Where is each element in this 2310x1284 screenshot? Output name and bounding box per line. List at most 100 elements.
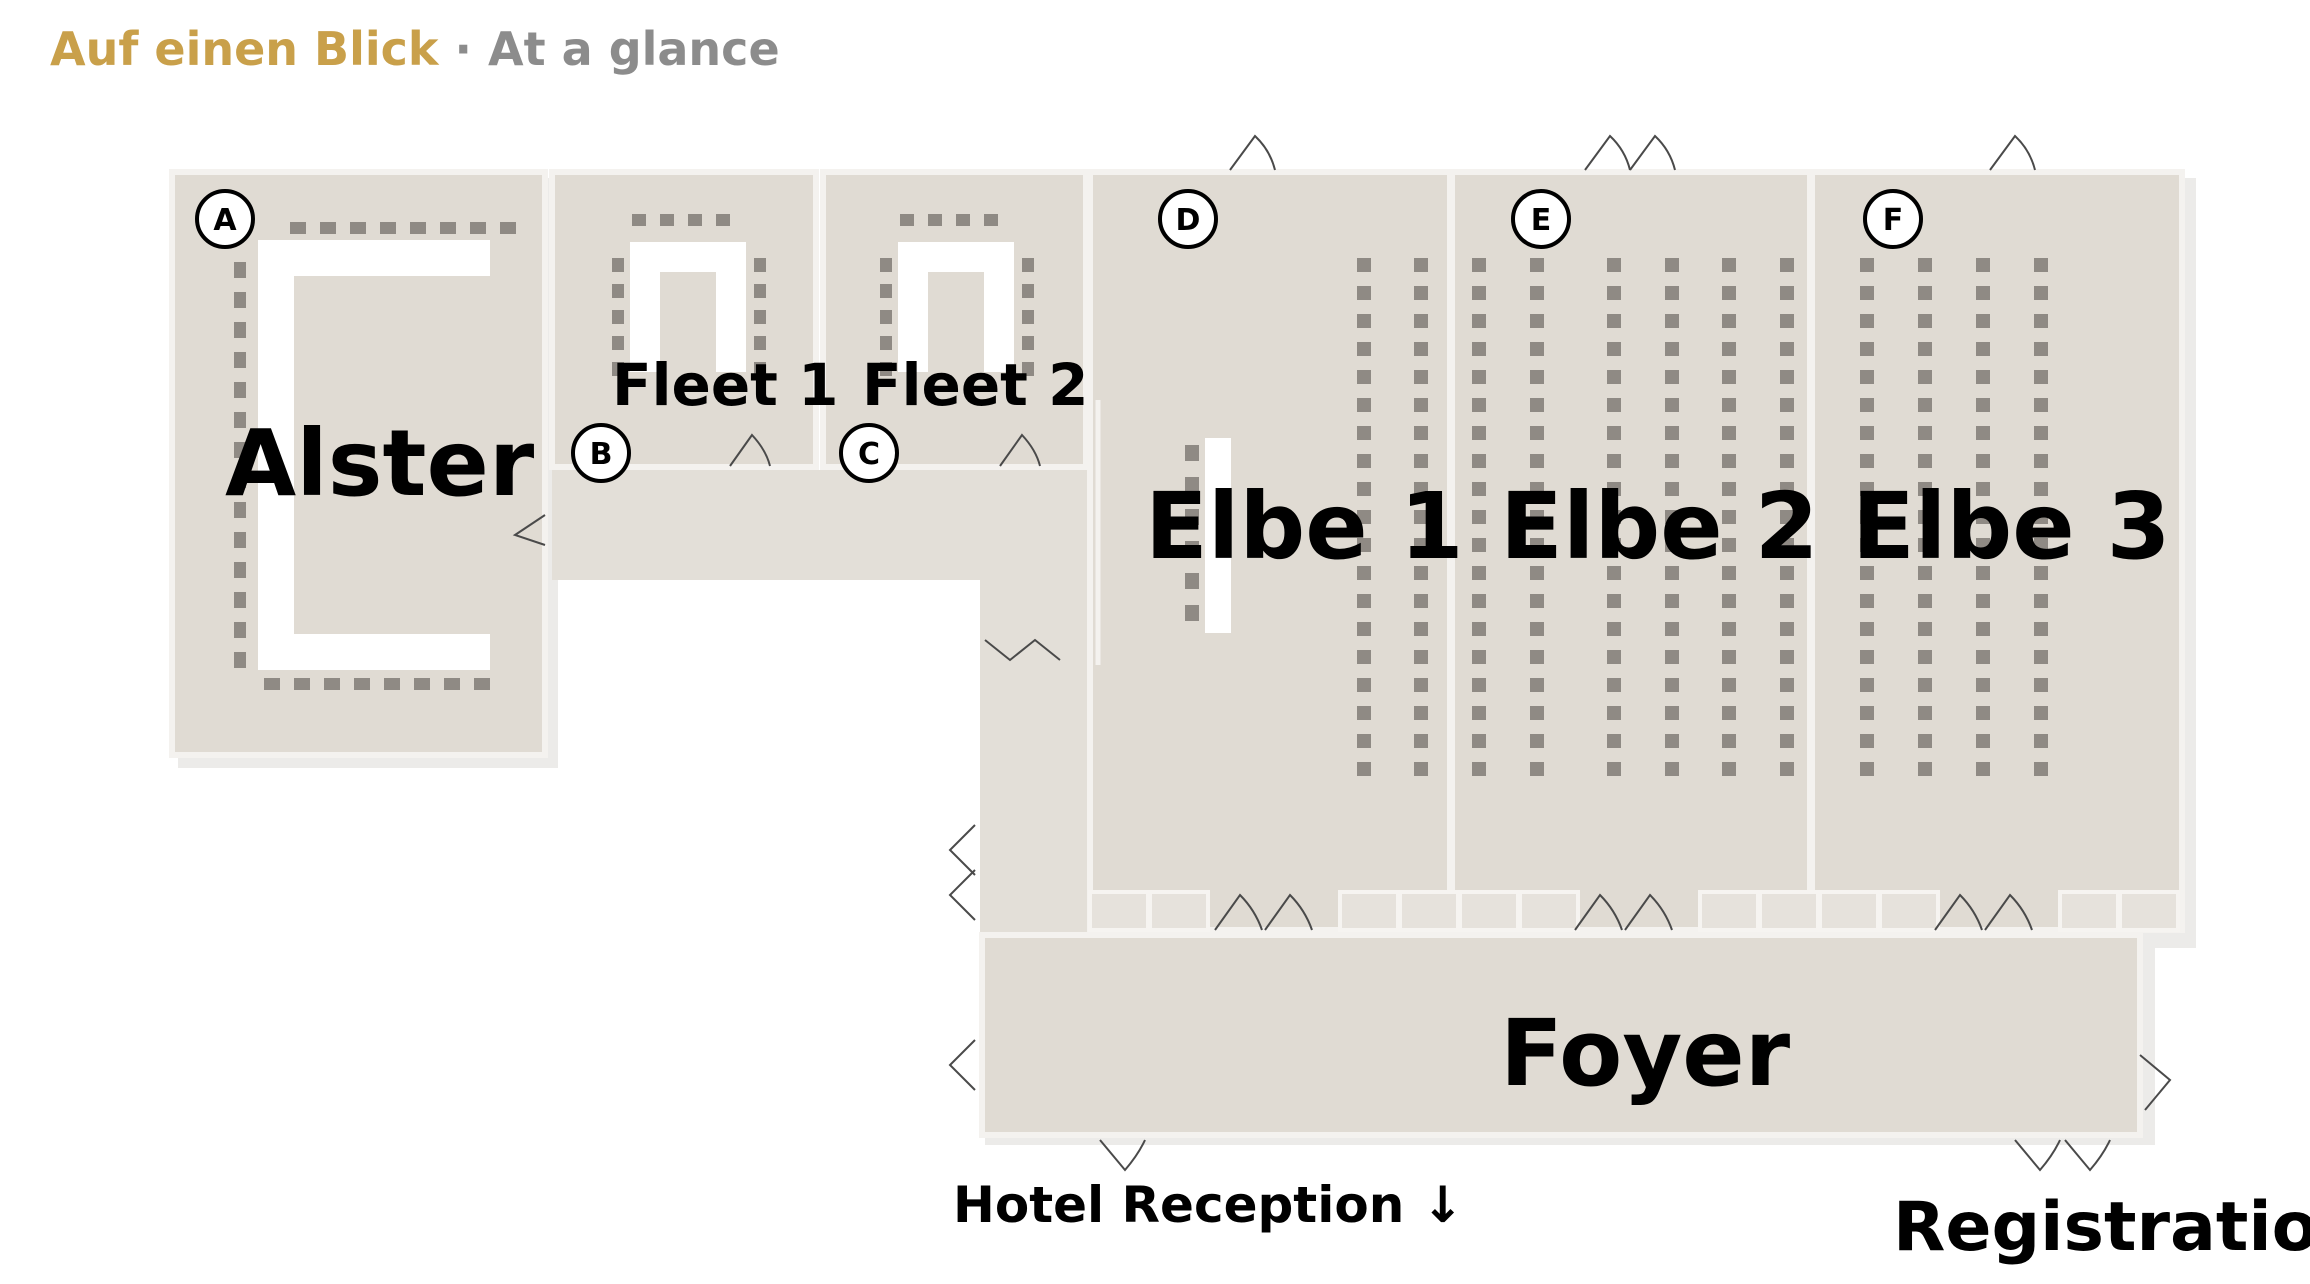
page-header: Auf einen Blick · At a glance [50, 22, 780, 76]
chair [1780, 454, 1794, 468]
chair [2034, 650, 2048, 664]
chair [1722, 258, 1736, 272]
badge-f: F [1863, 189, 1923, 249]
badge-d: D [1158, 189, 1218, 249]
chair [1530, 482, 1544, 496]
alster-u-table [258, 240, 490, 670]
room-elbe2-floor[interactable] [1449, 169, 1813, 933]
chair [1665, 678, 1679, 692]
chair [1414, 734, 1428, 748]
chair [1665, 482, 1679, 496]
chair [234, 502, 246, 518]
chair [1414, 706, 1428, 720]
door [1214, 893, 1313, 931]
chair [2034, 342, 2048, 356]
chair [1780, 706, 1794, 720]
chair [1022, 310, 1034, 324]
chair [928, 214, 942, 226]
wall-panel [1818, 890, 1880, 932]
door [948, 869, 976, 921]
chair [1976, 762, 1990, 776]
badge-b: B [571, 423, 631, 483]
room-labels: Alster Fleet 1 Fleet 2 Elbe 1 Elbe 2 Elb… [225, 351, 2310, 1267]
chair [1918, 398, 1932, 412]
chair [1780, 734, 1794, 748]
chair [1414, 538, 1428, 552]
chair [1860, 342, 1874, 356]
chair [2034, 706, 2048, 720]
door [729, 433, 771, 467]
chair [234, 622, 246, 638]
chair [1976, 706, 1990, 720]
chair [956, 214, 970, 226]
chair [1860, 258, 1874, 272]
chair [1530, 258, 1544, 272]
chair [1976, 622, 1990, 636]
door [512, 514, 546, 546]
chair [1414, 342, 1428, 356]
svg-text:D: D [1176, 203, 1201, 238]
chair [1860, 706, 1874, 720]
chair [1022, 362, 1034, 376]
chair [880, 362, 892, 376]
chair [1357, 286, 1371, 300]
chair [1414, 650, 1428, 664]
chair [1722, 426, 1736, 440]
chair [1472, 370, 1486, 384]
chair [612, 310, 624, 324]
chair [350, 222, 366, 234]
chair [1722, 734, 1736, 748]
room-foyer-floor[interactable] [979, 932, 2143, 1138]
chair [1357, 482, 1371, 496]
door [948, 824, 976, 876]
label-elbe3: Elbe 3 [1852, 473, 2171, 580]
chair [1665, 314, 1679, 328]
room-fleet2-floor[interactable] [820, 169, 1089, 470]
chair [1722, 482, 1736, 496]
chair [1530, 706, 1544, 720]
chair [1472, 566, 1486, 580]
chair [900, 214, 914, 226]
chair [264, 678, 280, 690]
chair [1722, 538, 1736, 552]
door [1629, 134, 1676, 171]
chair [2034, 258, 2048, 272]
chair [1357, 342, 1371, 356]
chair [1780, 538, 1794, 552]
chair [1185, 477, 1199, 493]
chair [234, 262, 246, 278]
door [1584, 134, 1631, 171]
svg-text:F: F [1883, 203, 1904, 238]
svg-text:C: C [858, 437, 880, 472]
chair [1860, 762, 1874, 776]
chair [1357, 678, 1371, 692]
chair [2034, 398, 2048, 412]
chair [324, 678, 340, 690]
chair [984, 214, 998, 226]
header-title-english: At a glance [488, 22, 780, 76]
chair [1780, 286, 1794, 300]
room-fleet1-floor[interactable] [549, 169, 819, 470]
chair [1918, 706, 1932, 720]
chair [1414, 426, 1428, 440]
wall-panel [1398, 890, 1460, 932]
chair [1860, 650, 1874, 664]
chair [1414, 594, 1428, 608]
chair [410, 222, 426, 234]
chair [754, 258, 766, 272]
chair [234, 292, 246, 308]
room-elbe1-floor[interactable] [1087, 169, 1453, 933]
chair [1607, 650, 1621, 664]
chair [1722, 706, 1736, 720]
chair [1607, 622, 1621, 636]
chair [1472, 426, 1486, 440]
chair [1918, 734, 1932, 748]
chair [1530, 286, 1544, 300]
chair [1722, 314, 1736, 328]
chair [1976, 426, 1990, 440]
chair [1022, 284, 1034, 298]
chair [1357, 706, 1371, 720]
chair [1860, 538, 1874, 552]
chair [754, 284, 766, 298]
